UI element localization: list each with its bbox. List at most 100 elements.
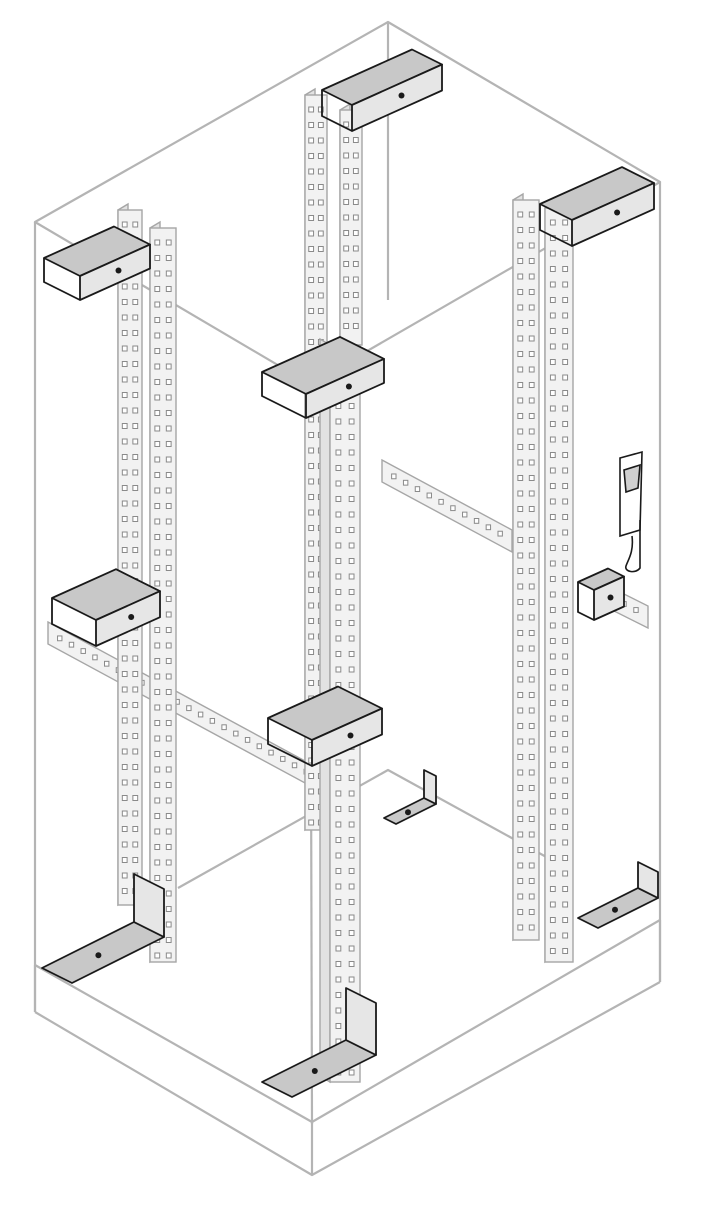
upright-front-center-slot <box>348 775 355 781</box>
upright-right-front-slot <box>549 793 556 799</box>
upright-left-rear-slot <box>121 779 128 786</box>
upright-right-rear-slot <box>517 878 524 884</box>
upright-right-rear-slot <box>528 785 535 791</box>
upright-right-front-slot <box>562 467 569 474</box>
bracket-floor-left-upright <box>133 873 165 938</box>
upright-right-rear-slot <box>528 661 535 667</box>
upright-left-rear-face <box>117 209 143 906</box>
upright-front-center-slot <box>335 480 342 487</box>
upright-center-rear-b-slot <box>352 168 359 174</box>
upright-left-rear-slot <box>132 423 139 429</box>
upright-right-rear-slot <box>517 428 524 435</box>
upright-right-rear-slot <box>517 382 524 388</box>
upright-center-rear-slot <box>308 664 315 671</box>
upright-front-center-slot <box>348 418 355 425</box>
upright-front-center-slot <box>348 620 355 626</box>
upright-left-front-slot <box>154 503 161 509</box>
upright-left-front-slot <box>154 828 161 835</box>
upright-right-rear-slot <box>528 397 535 404</box>
upright-center-rear-slot <box>317 137 324 144</box>
upright-left-front-slot <box>165 363 172 370</box>
upright-right-front-slot <box>549 839 556 846</box>
bracket-floor-right-hole <box>612 906 618 913</box>
upright-front-center-slot <box>348 434 355 440</box>
upright-right-front-slot <box>549 576 556 582</box>
upright-right-rear-slot <box>517 320 524 326</box>
upright-right-front-slot <box>562 421 569 427</box>
upright-left-front-slot <box>165 425 172 432</box>
upright-left-rear-slot <box>132 314 139 321</box>
upright-right-rear-slot <box>517 614 524 621</box>
upright-center-rear-slot <box>308 215 315 221</box>
upright-right-rear-slot <box>517 459 524 466</box>
upright-center-rear-slot <box>308 184 315 190</box>
upright-right-front-slot <box>549 219 556 226</box>
upright-left-front-slot <box>154 658 161 664</box>
upright-center-rear-b-slot <box>352 152 359 159</box>
upright-center-rear-b-slot <box>343 183 350 190</box>
bracket-mid-front-lip <box>267 718 313 767</box>
upright-center-rear-slot <box>308 509 315 516</box>
upright-right-front-slot <box>562 901 569 908</box>
upright-left-front-slot <box>165 937 172 943</box>
upright-center-rear-slot <box>308 292 315 299</box>
upright-left-front-slot <box>154 689 161 695</box>
upright-right-rear-slot <box>528 831 535 838</box>
upright-right-rear-slot <box>528 583 535 590</box>
upright-right-front-slot <box>549 684 556 691</box>
upright-right-rear-slot <box>517 738 524 745</box>
upright-center-rear-slot <box>308 633 315 640</box>
upright-center-rear-slot <box>308 168 315 175</box>
bracket-top-front-side <box>305 358 385 419</box>
upright-right-front-slot <box>562 855 569 861</box>
upright-left-rear-slot <box>121 221 128 228</box>
upright-front-center-slot <box>348 589 355 595</box>
cross-rail-right-slot <box>414 486 421 492</box>
upright-left-front-slot <box>165 704 172 711</box>
upright-center-rear-slot <box>317 153 324 159</box>
upright-left-rear-slot <box>121 702 128 708</box>
upright-front-center-slot <box>335 883 342 890</box>
upright-center-rear-slot <box>317 184 324 190</box>
upright-right-front-slot <box>549 715 556 722</box>
upright-right-rear-slot <box>517 258 524 264</box>
upright-front-center-slot <box>335 868 342 874</box>
upright-center-rear-b-slot <box>352 276 359 283</box>
upright-right-front-slot <box>562 591 569 598</box>
upright-right-front-slot <box>562 746 569 753</box>
upright-left-rear-slot <box>121 872 128 879</box>
upright-left-rear-slot <box>132 795 139 801</box>
bracket-top-front <box>261 336 385 419</box>
upright-center-rear-slot <box>308 122 315 128</box>
upright-left-front-slot <box>165 689 172 695</box>
upright-right-front-slot <box>562 808 569 815</box>
upright-right-rear-slot <box>528 692 535 698</box>
mounting-brackets <box>41 48 659 1098</box>
upright-right-rear-slot <box>517 521 524 528</box>
upright-right-front-slot <box>549 281 556 288</box>
upright-right-rear-slot <box>528 676 535 683</box>
upright-left-front-slot <box>154 859 161 866</box>
cross-rail-right-stub-slot <box>633 607 639 613</box>
upright-right-rear-slot <box>528 351 535 357</box>
upright-left-front-slot <box>165 534 172 540</box>
upright-left-rear-slot <box>132 640 139 646</box>
upright-right-front-slot <box>549 312 556 319</box>
upright-right-front-slot <box>549 808 556 815</box>
cross-rail-right-slot <box>438 498 444 505</box>
upright-right-front-slot <box>549 607 556 613</box>
upright-right-front-slot <box>562 359 569 365</box>
upright-front-center-slot <box>335 976 342 983</box>
upright-right-rear-slot <box>528 444 535 450</box>
upright-left-front-slot <box>154 441 161 447</box>
upright-left-rear-slot <box>132 454 139 460</box>
upright-left-rear-slot <box>132 764 139 770</box>
upright-right-rear-slot <box>517 862 524 869</box>
upright-left-rear-slot <box>121 841 128 848</box>
upright-center-rear-slot <box>308 773 315 779</box>
upright-right-front-slot <box>562 653 569 660</box>
upright-center-rear-b-slot <box>352 292 359 298</box>
upright-left-front-slot <box>154 487 161 494</box>
upright-right-front-slot <box>562 948 569 954</box>
upright-left-front-slot <box>154 549 161 556</box>
